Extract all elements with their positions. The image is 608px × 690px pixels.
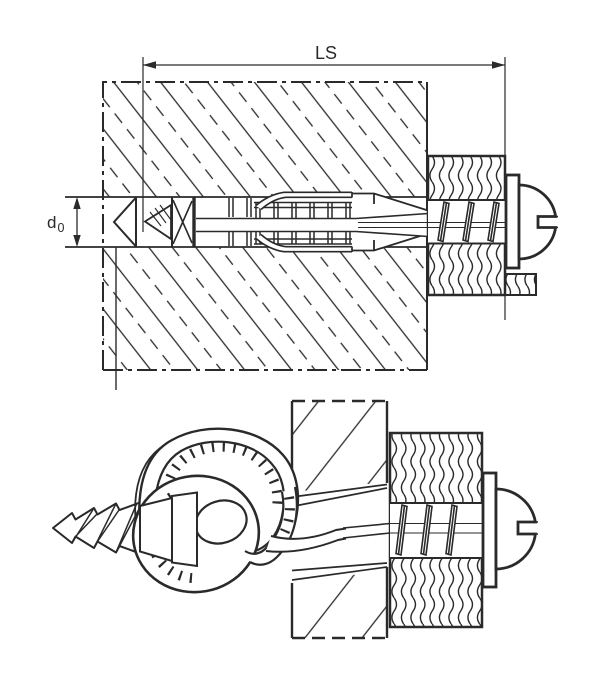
- screw-shank: [196, 212, 429, 238]
- head-slot-2: [535, 521, 538, 535]
- screw-shank-2: [342, 522, 391, 539]
- perspective-view: [52, 399, 538, 640]
- plug-collar-2: [171, 491, 198, 568]
- anchor-plug: [112, 191, 429, 253]
- wood-screw-tip: [52, 501, 141, 555]
- fixture-board-2: [388, 431, 484, 629]
- expansion-flap-top: [255, 191, 353, 211]
- wall-border: [102, 81, 427, 371]
- plug-tip-cone: [112, 196, 137, 248]
- board-step: [504, 273, 537, 296]
- screw-point-hatch: [149, 204, 172, 227]
- knot-band-overlap: [244, 486, 298, 566]
- screw-head-2: [494, 487, 538, 571]
- thread-crests-2: [395, 503, 458, 557]
- dimension-d0: d 0: [47, 197, 81, 247]
- expansion-flap-bottom: [255, 233, 353, 253]
- fixture-board: [426, 154, 537, 297]
- d0-arrow-down: [73, 235, 81, 247]
- screw-thread-crests: [71, 502, 140, 553]
- plug-collar: [139, 496, 173, 563]
- plug-cone-section: [172, 199, 193, 245]
- ls-arrow-right: [492, 61, 505, 69]
- washer-2: [481, 471, 498, 589]
- section-view: LS d 0: [47, 43, 558, 390]
- d0-label-sub: 0: [58, 221, 65, 235]
- thread-crests: [437, 200, 500, 243]
- ls-arrow-left: [143, 61, 156, 69]
- plug-ribs: [228, 198, 252, 246]
- knot-front: [244, 486, 391, 566]
- knot-ribs-upper: [160, 441, 283, 554]
- dimension-ls: LS: [142, 43, 505, 232]
- head-slot: [555, 215, 558, 229]
- panel: [290, 399, 389, 640]
- anchor-strips: [291, 483, 388, 581]
- ls-label: LS: [315, 43, 337, 63]
- d0-label: d: [47, 213, 56, 232]
- screw-head: [517, 183, 558, 261]
- washer: [504, 173, 521, 270]
- knot-tail-band: [265, 527, 347, 553]
- d0-arrow-up: [73, 197, 81, 209]
